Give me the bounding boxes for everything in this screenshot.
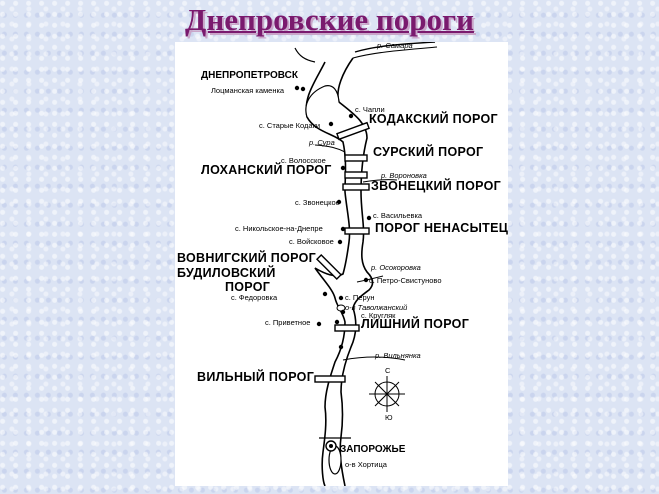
label-fedorovka: с. Федоровка [231,293,278,302]
rapid-marker-vilny [314,375,346,383]
label-lokhan-rapid: ЛОХАНСКИЙ ПОРОГ [201,163,332,177]
label-budil-rapid-line2: ПОРОГ [225,280,271,294]
rapid-markers [314,121,370,383]
page-title: Днепровские пороги [185,2,474,37]
label-budil-rapid-line1: БУДИЛОВСКИЙ [177,266,276,280]
label-samara: р. Самара [377,41,413,50]
river-east-bank [337,57,374,486]
river-bay [305,85,340,118]
vilnyanka-river [342,356,406,361]
label-sura: р. Сура [309,138,335,147]
label-lotsman: Лоцманская каменка [211,86,285,95]
rapid-marker-lokhan [344,171,368,179]
label-petro-svistunovo: с. Петро-Свистуново [369,276,442,285]
sura-river [314,144,346,153]
rapid-marker-lishny [334,324,360,332]
label-perun: с. Перун [345,293,375,302]
compass-north-label: С [385,366,391,375]
rapid-marker-nenasytets [344,227,370,235]
label-zvonetskoe: с. Звонецкое [295,198,340,207]
label-chapli: с. Чапли [355,105,385,114]
label-zvonets-rapid: ЗВОНЕЦКИЙ ПОРОГ [371,179,502,193]
river-west-bank [305,61,351,486]
label-vilnyanka: р. Вильнянка [375,351,421,360]
map-panel: ДНЕПРОПЕТРОВСК ЗАПОРОЖЬЕ КОДАКСКИЙ ПОРОГ… [175,42,508,486]
label-voronovka: р. Вороновка [381,171,427,180]
label-kodak-rapid: КОДАКСКИЙ ПОРОГ [369,112,498,126]
small-island [336,304,346,312]
compass-rose [369,376,405,412]
label-lishny-rapid: ЛИШНИЙ ПОРОГ [361,317,470,331]
label-vasilevka: с. Васильевка [373,211,423,220]
label-osokorovka: р. Осокоровка [371,263,421,272]
osokorovka-river [356,275,384,283]
label-privetnoe: с. Приветное [265,318,311,327]
samara-river [354,42,436,53]
label-nenasytets-rapid: ПОРОГ НЕНАСЫТЕЦ [375,221,509,235]
compass-south-label: Ю [385,413,393,422]
rapid-marker-sur [344,154,368,162]
voronovka-river [362,179,398,183]
label-dnipropetrovsk: ДНЕПРОПЕТРОВСК [201,70,298,81]
label-tavolzhansky: о-в Таволжанский [345,303,408,312]
label-voyskovoe: с. Войсковое [289,237,334,246]
rapid-marker-kodak [336,121,370,141]
label-nikolskoe: с. Никольское-на-Днепре [235,224,323,233]
label-voloskoe: с. Волосское [281,156,326,165]
rapid-marker-zvonets [342,183,370,191]
dnieper-river-map [294,42,438,486]
rapid-marker-vovnig [315,253,343,281]
label-khortitsa: о-в Хортица [345,460,387,469]
label-vilny-rapid: ВИЛЬНЫЙ ПОРОГ [197,370,315,384]
samara-river-bank [352,46,438,59]
village-dots [294,85,372,350]
label-starye-kodaki: с. Старые Кодаки [259,121,321,130]
river-shoal [294,47,316,63]
label-krutlik: с. Кругляк [361,311,396,320]
label-zaporozhye: ЗАПОРОЖЬЕ [340,444,406,455]
label-sur-rapid: СУРСКИЙ ПОРОГ [373,145,484,159]
label-vovnig-rapid: ВОВНИГСКИЙ ПОРОГ [177,251,316,265]
